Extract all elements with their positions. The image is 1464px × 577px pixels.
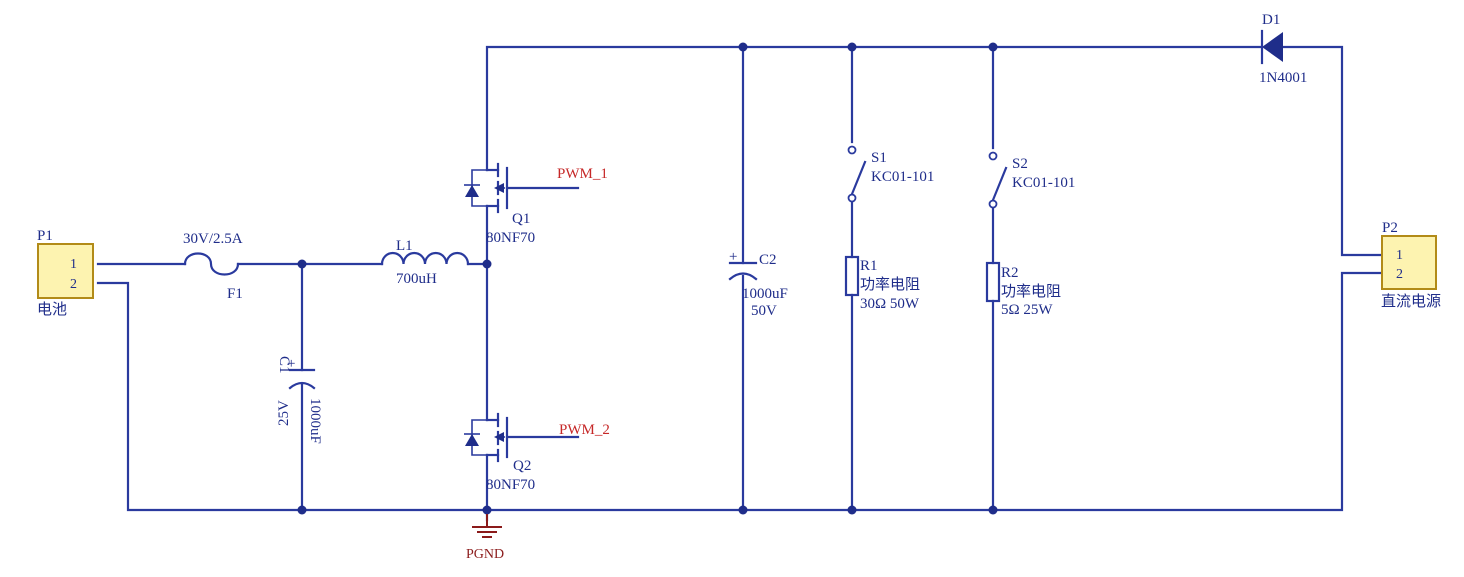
capacitor-c2: + C2 1000uF 50V — [728, 249, 788, 319]
s2-ref: S2 — [1012, 156, 1028, 172]
c1-plate-bottom — [288, 381, 316, 390]
fuse-f1: 30V/2.5A F1 — [183, 231, 243, 302]
s2-contact-top — [988, 151, 998, 161]
q1-gate-net: PWM_1 — [557, 166, 608, 182]
c2-ref: C2 — [759, 252, 777, 268]
q1-ref: Q1 — [512, 211, 530, 227]
d1-part: 1N4001 — [1259, 70, 1307, 86]
c2-value: 1000uF — [742, 286, 788, 302]
junction-dot — [738, 42, 748, 52]
wires — [96, 45, 1384, 522]
r2-type: 功率电阻 — [1001, 282, 1061, 300]
ground-pgnd: PGND — [466, 514, 504, 562]
r2-body — [985, 261, 1001, 303]
capacitor-c1: + C1 25V 1000uF — [276, 356, 323, 444]
q2-gate-net: PWM_2 — [559, 422, 610, 438]
mosfet-q2: PWM_2 Q2 80NF70 — [464, 412, 610, 493]
connector-p2-body — [1381, 235, 1437, 290]
inductor-ref: L1 — [396, 238, 413, 254]
q1-part: 80NF70 — [486, 230, 535, 246]
r1-value: 30Ω 50W — [860, 296, 920, 312]
connector-p2-pin1: 1 — [1396, 248, 1403, 263]
q2-arrow — [494, 432, 504, 442]
connector-p2-name: 直流电源 — [1381, 292, 1441, 310]
mosfet-q1: PWM_1 Q1 80NF70 — [464, 162, 608, 246]
resistor-r2: R2 功率电阻 5Ω 25W — [985, 261, 1061, 318]
connector-p1: P1 1 2 电池 — [37, 228, 94, 318]
q2-part: 80NF70 — [486, 477, 535, 493]
diode-d1: D1 1N4001 — [1259, 12, 1307, 86]
connector-p1-pin2: 2 — [70, 277, 77, 292]
d1-triangle — [1262, 32, 1283, 62]
c1-ref: C1 — [276, 356, 292, 374]
connector-p1-pin1: 1 — [70, 257, 77, 272]
r1-type: 功率电阻 — [860, 275, 920, 293]
connector-p2-pin2: 2 — [1396, 267, 1403, 282]
inductor-l1: L1 700uH — [380, 238, 470, 287]
inductor-coil — [380, 251, 470, 266]
c2-polarity: + — [729, 249, 737, 265]
inductor-value: 700uH — [396, 271, 437, 287]
junctions — [297, 42, 998, 515]
s2-contact-bottom — [988, 199, 998, 209]
connector-p2-ref: P2 — [1382, 220, 1398, 236]
q2-diode-wire — [471, 419, 487, 456]
c2-plate-bottom — [728, 272, 758, 281]
c2-voltage: 50V — [751, 303, 777, 319]
junction-dot — [988, 505, 998, 515]
junction-dot — [482, 505, 492, 515]
q2-ref: Q2 — [513, 458, 531, 474]
switch-s1: S1 KC01-101 — [847, 145, 934, 203]
r1-ref: R1 — [860, 258, 878, 274]
ground-label: PGND — [466, 547, 504, 562]
q1-diode-wire — [471, 169, 487, 207]
c1-polarity: + — [287, 356, 295, 372]
fuse-ref: F1 — [227, 286, 243, 302]
s1-part: KC01-101 — [871, 169, 934, 185]
q2-body-diode — [465, 434, 479, 446]
connector-p1-body — [37, 243, 94, 299]
fuse-value: 30V/2.5A — [183, 231, 243, 247]
top-rail-diode-out — [1281, 45, 1384, 257]
q1-arrow — [494, 183, 504, 193]
bottom-rail-wire — [96, 271, 1384, 512]
s1-lever — [850, 160, 867, 196]
connector-p2: P2 1 2 直流电源 — [1381, 220, 1441, 310]
fuse-symbol — [183, 252, 240, 276]
resistor-r1: R1 功率电阻 30Ω 50W — [844, 255, 920, 312]
s1-contact-top — [847, 145, 857, 155]
r2-ref: R2 — [1001, 265, 1019, 281]
junction-dot — [738, 505, 748, 515]
junction-dot — [297, 259, 307, 269]
r2-value: 5Ω 25W — [1001, 302, 1053, 318]
d1-ref: D1 — [1262, 12, 1280, 28]
junction-dot — [482, 259, 492, 269]
junction-dot — [297, 505, 307, 515]
junction-dot — [847, 42, 857, 52]
junction-dot — [847, 505, 857, 515]
connector-p1-ref: P1 — [37, 228, 53, 244]
junction-dot — [988, 42, 998, 52]
connector-p1-name: 电池 — [37, 300, 67, 318]
s2-part: KC01-101 — [1012, 175, 1075, 191]
c1-voltage: 25V — [276, 400, 292, 426]
c1-value: 1000uF — [307, 398, 323, 444]
r1-body — [844, 255, 860, 297]
s1-ref: S1 — [871, 150, 887, 166]
s1-contact-bottom — [847, 193, 857, 203]
s2-lever — [991, 166, 1008, 202]
q1-body-diode — [465, 185, 479, 197]
switch-s2: S2 KC01-101 — [988, 151, 1075, 209]
top-rail-wire — [485, 45, 1264, 172]
